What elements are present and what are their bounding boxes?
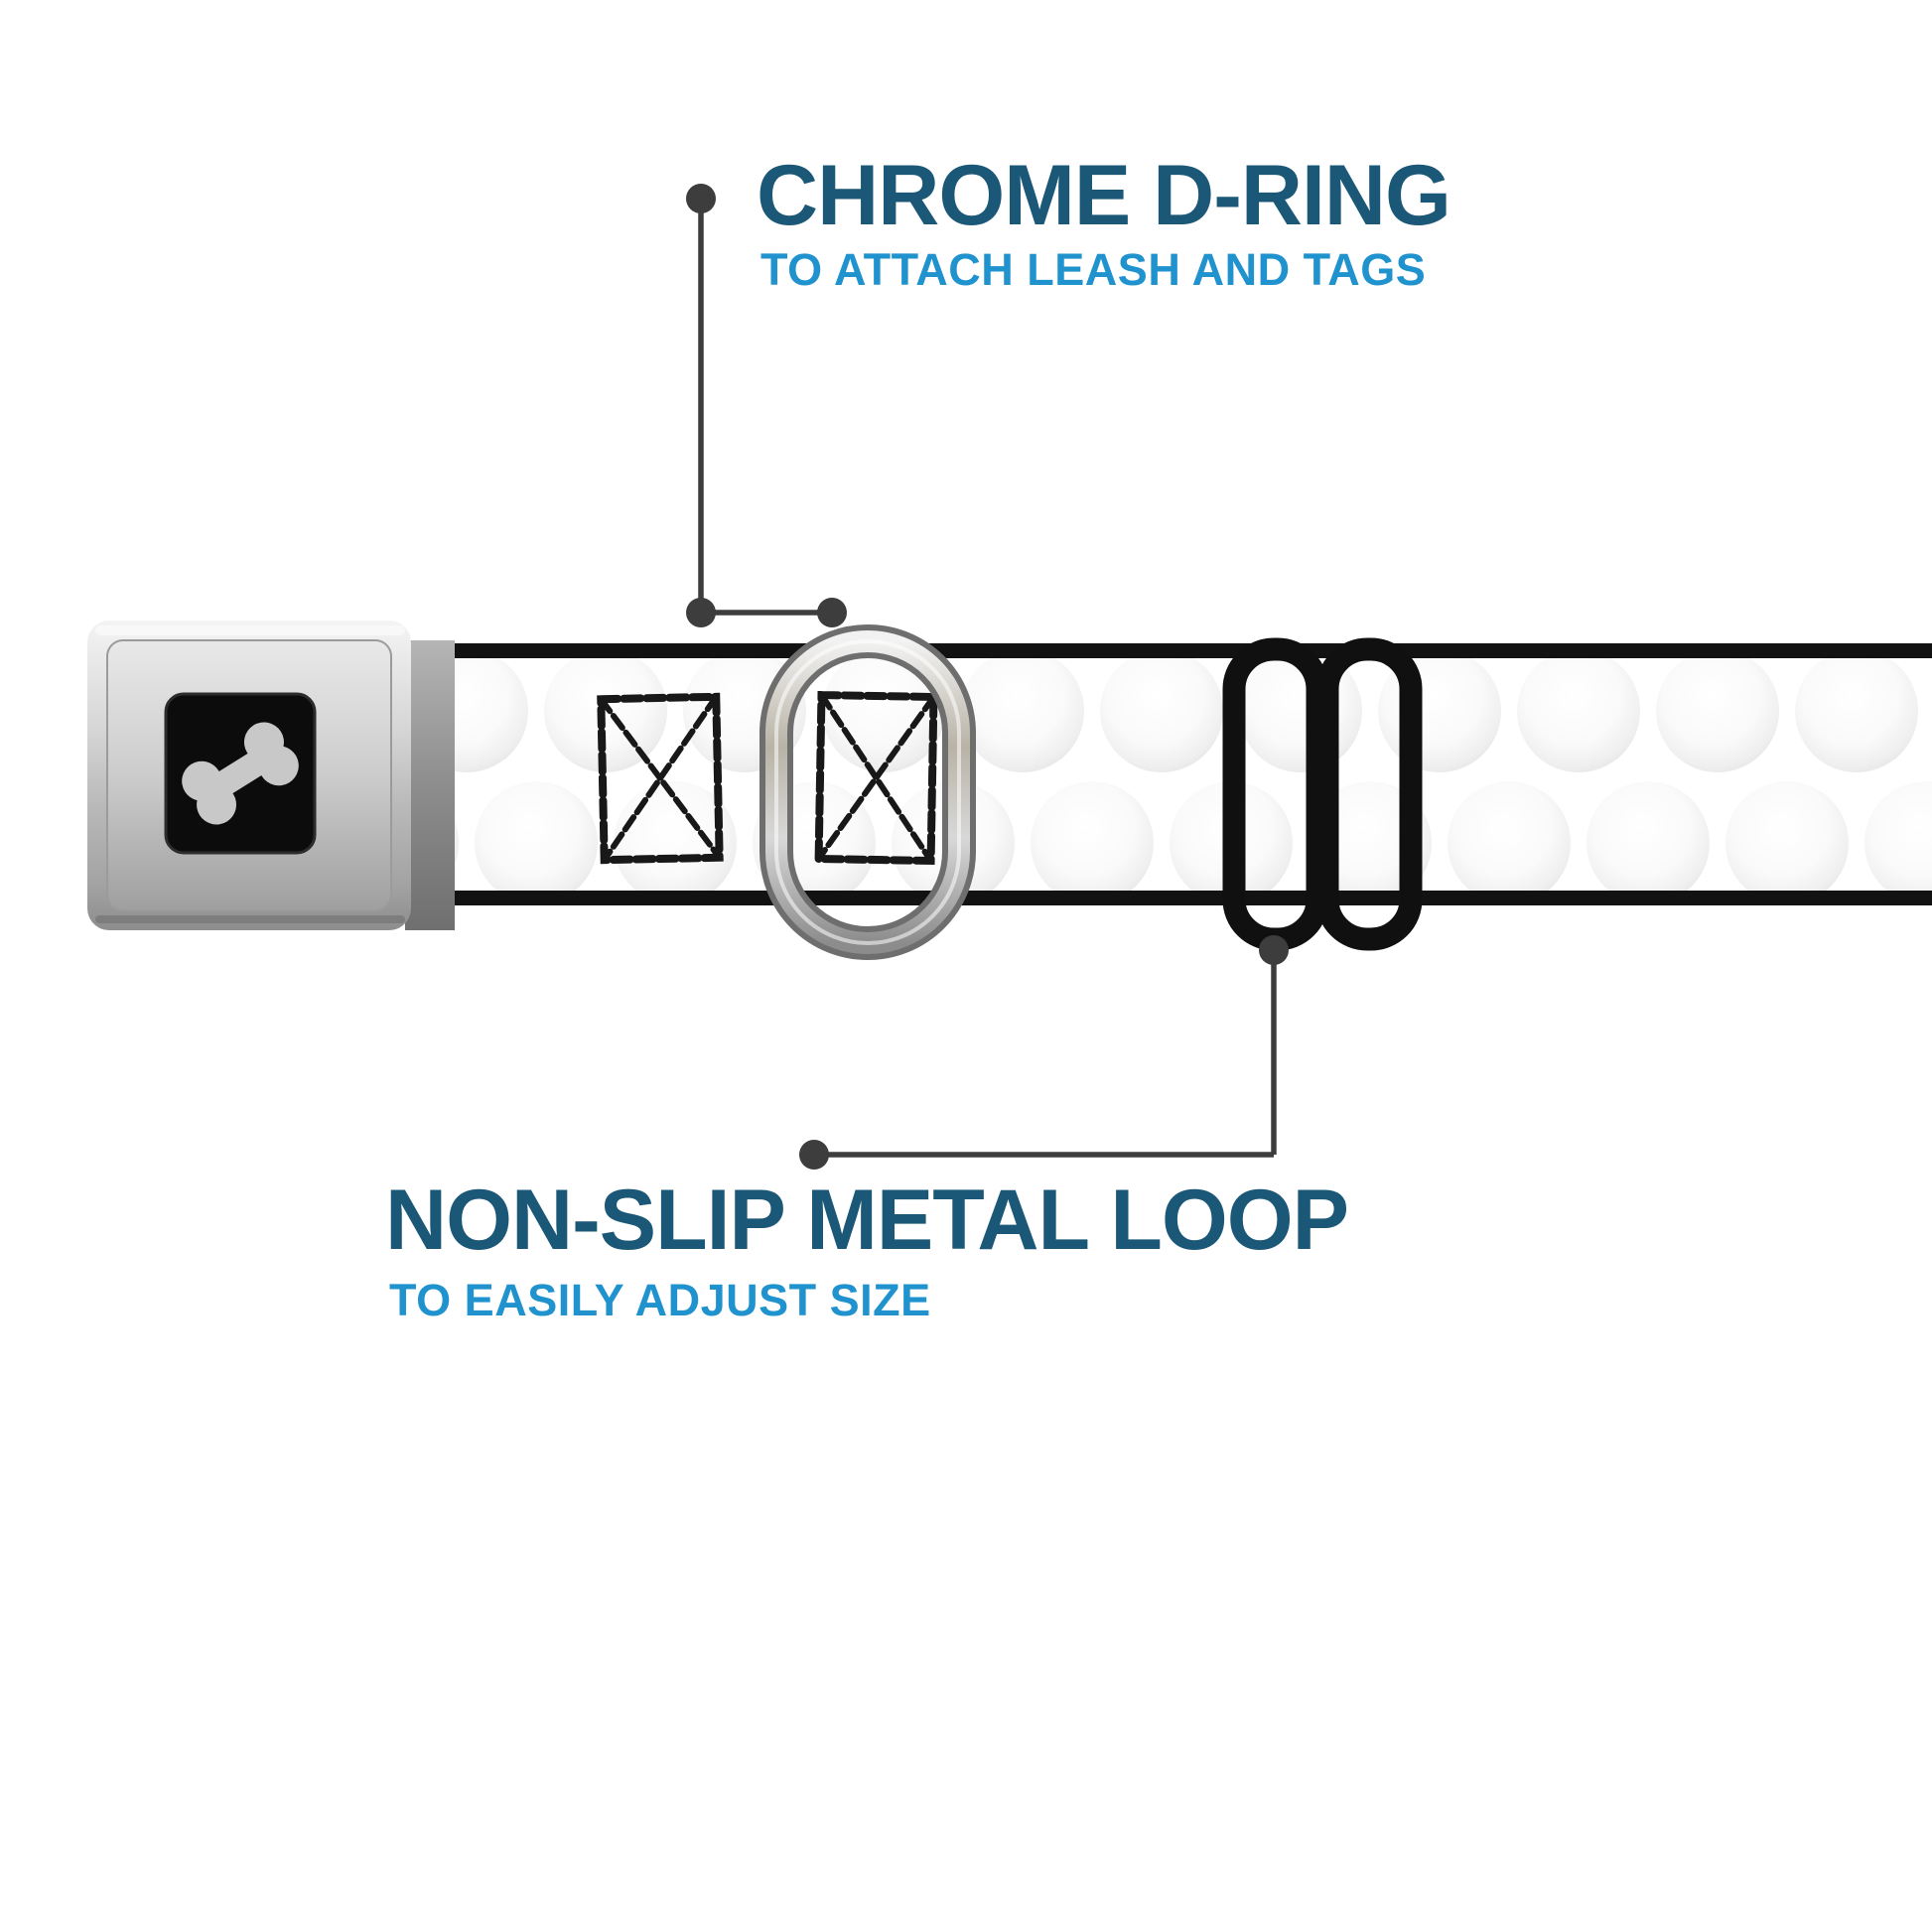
stitch-box-1 xyxy=(597,692,724,865)
connector-dot xyxy=(686,598,716,627)
callout-top-subtitle: TO ATTACH LEASH AND TAGS xyxy=(760,244,1427,295)
seatbelt-buckle xyxy=(87,621,455,930)
connector-dot xyxy=(817,598,847,627)
connector-dot xyxy=(1259,935,1289,965)
callout-bottom-subtitle: TO EASILY ADJUST SIZE xyxy=(389,1275,931,1325)
connector-dot xyxy=(799,1140,829,1170)
webbing-bottom-edge xyxy=(442,891,1932,905)
buckle-clasp xyxy=(405,640,455,930)
chrome-d-ring xyxy=(759,624,976,960)
callout-bottom-title: NON-SLIP METAL LOOP xyxy=(385,1173,1349,1268)
connector-bottom xyxy=(799,935,1289,1170)
connector-top xyxy=(686,184,847,627)
connector-dot xyxy=(686,184,716,213)
dog-bone-icon xyxy=(182,722,299,825)
webbing-top-edge xyxy=(442,643,1932,658)
callout-top-title: CHROME D-RING xyxy=(757,148,1451,243)
buckle-top-highlight xyxy=(95,625,405,635)
buckle-bottom-shadow xyxy=(95,915,405,923)
stitch-box-2 xyxy=(814,690,938,866)
